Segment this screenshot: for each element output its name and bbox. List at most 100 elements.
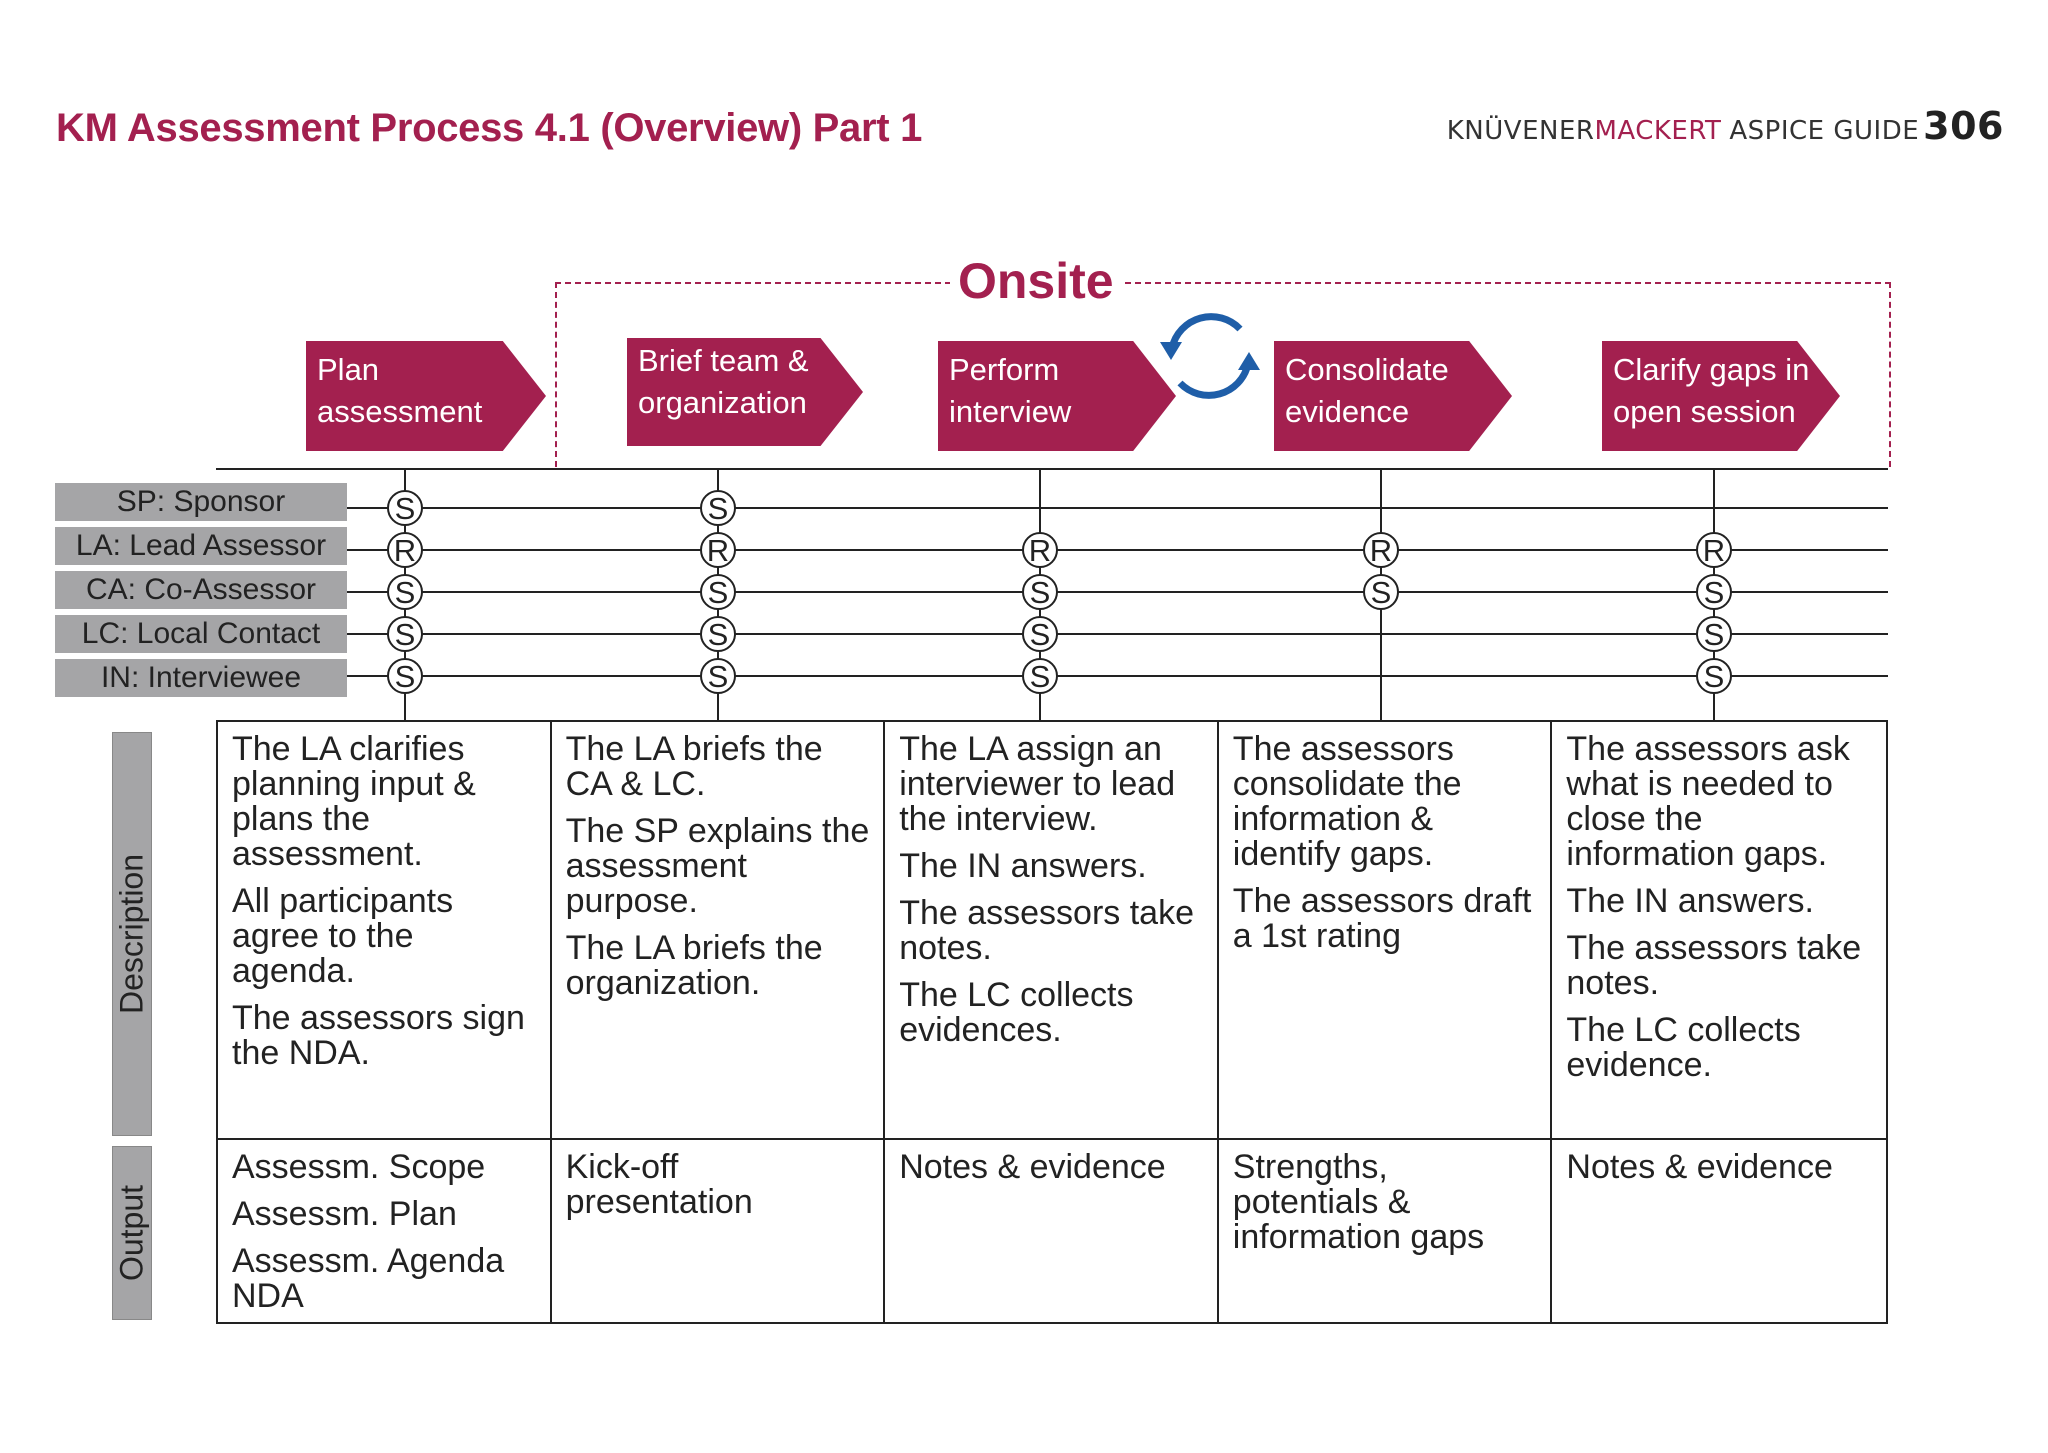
description-cell: The LA clarifies planning input & plans … [218,722,552,1140]
raci-marker: S [700,574,736,610]
raci-marker: S [1022,616,1058,652]
description-text: The IN answers. [1566,882,1814,920]
raci-circle [1022,574,1058,610]
description-text: The assessors consolidate the informatio… [1232,730,1462,873]
raci-marker: S [1696,574,1732,610]
raci-letter: S [395,617,416,652]
description-label-text: Description [113,853,150,1015]
raci-letter: R [707,533,729,568]
raci-circle [1363,574,1399,610]
role-local-contact: LC: Local Contact [55,615,347,653]
raci-circle [700,490,736,526]
description-text: The SP explains the assessment purpose. [565,812,870,920]
output-cell: Strengths, potentials & information gaps [1219,1140,1553,1322]
raci-circle [700,532,736,568]
output-row-label: Output [112,1146,152,1320]
onsite-frame [555,282,1891,467]
raci-letter: R [394,533,416,568]
raci-marker: S [387,574,423,610]
step-label: organization [638,385,807,420]
raci-letter: S [1704,617,1725,652]
step-consolidate-evidence: Consolidate evidence [1274,341,1512,451]
output-cell: Notes & evidence [885,1140,1219,1322]
step-label: evidence [1285,394,1410,429]
output-cell: Kick-off presentation [552,1140,886,1322]
brand-knuevener: KNÜVENER [1446,116,1595,146]
step-label: Perform [949,352,1060,387]
description-cell: The LA briefs the CA & LC. The SP explai… [551,722,886,1140]
raci-marker: R [1022,532,1058,568]
output-label-text: Output [113,1184,150,1282]
raci-letter: S [708,617,729,652]
step-label: Plan [317,352,380,387]
onsite-label: Onsite [950,252,1122,310]
raci-letter: S [395,491,416,526]
raci-marker: R [1363,532,1399,568]
description-text: The assessors ask what is needed to clos… [1566,730,1850,873]
description-text: The assessors draft a 1st rating [1232,882,1532,955]
page-title: KM Assessment Process 4.1 (Overview) Par… [56,106,923,150]
output-cell: Assessm. Scope Assessm. Plan Assessm. Ag… [218,1140,552,1322]
raci-circle [387,658,423,694]
step-lines [404,469,1715,720]
raci-letter: S [395,575,416,610]
raci-circle [1022,658,1058,694]
raci-letter: R [1703,533,1725,568]
description-text: All participants agree to the agenda. [232,882,454,990]
step-clarify-gaps: Clarify gaps in open session [1602,341,1840,451]
raci-letter: S [1371,575,1392,610]
raci-letter: S [1030,659,1051,694]
description-text: The assessors take notes. [1566,929,1862,1002]
raci-circle [387,490,423,526]
description-cell: The assessors consolidate the informatio… [1218,722,1553,1140]
raci-circle [1696,574,1732,610]
raci-marker: S [387,616,423,652]
raci-marker: S [700,658,736,694]
page-number: 306 [1923,104,2004,148]
description-text: The LC collects evidence. [1566,1011,1801,1084]
role-lines [216,468,1888,677]
raci-marker: S [1696,658,1732,694]
output-text: Notes & evidence [899,1148,1166,1186]
step-brief-team: Brief team & organization [627,338,863,446]
step-label: interview [949,394,1072,429]
raci-marker: S [1022,574,1058,610]
raci-circle [387,532,423,568]
output-text: Assessm. Plan [232,1195,457,1233]
refresh-cycle-icon [1160,313,1260,399]
step-perform-interview: Perform interview [938,341,1176,451]
raci-marker: S [700,616,736,652]
output-text: Strengths, potentials & information gaps [1232,1148,1485,1256]
raci-letter: R [1370,533,1392,568]
raci-marker: S [387,658,423,694]
step-label: assessment [317,394,483,429]
role-sponsor: SP: Sponsor [55,483,347,521]
step-plan-assessment: Plan assessment [306,341,546,451]
description-text: The LA clarifies planning input & plans … [232,730,476,873]
description-row-label: Description [112,732,152,1136]
raci-circle [1696,658,1732,694]
raci-circle [1363,532,1399,568]
role-interviewee: IN: Interviewee [55,659,347,697]
role-lead-assessor: LA: Lead Assessor [55,527,347,565]
output-cell: Notes & evidence [1552,1140,1886,1322]
raci-marker: S [1363,574,1399,610]
step-label: Brief team & [638,343,809,378]
description-text: The LA assign an interviewer to lead the… [899,730,1176,838]
raci-circle [387,616,423,652]
raci-marker: S [1696,616,1732,652]
output-text: Notes & evidence [1566,1148,1833,1186]
raci-marker: S [700,490,736,526]
description-cell: The LA assign an interviewer to lead the… [885,722,1219,1140]
description-cell: The assessors ask what is needed to clos… [1552,722,1886,1140]
raci-circle [1696,616,1732,652]
step-label: open session [1613,394,1796,429]
role-co-assessor: CA: Co-Assessor [55,571,347,609]
raci-letter: S [395,659,416,694]
raci-marker: S [1022,658,1058,694]
raci-letter: S [1030,575,1051,610]
output-text: Assessm. Agenda NDA [232,1242,505,1315]
description-text: The LA briefs the CA & LC. [565,730,823,803]
